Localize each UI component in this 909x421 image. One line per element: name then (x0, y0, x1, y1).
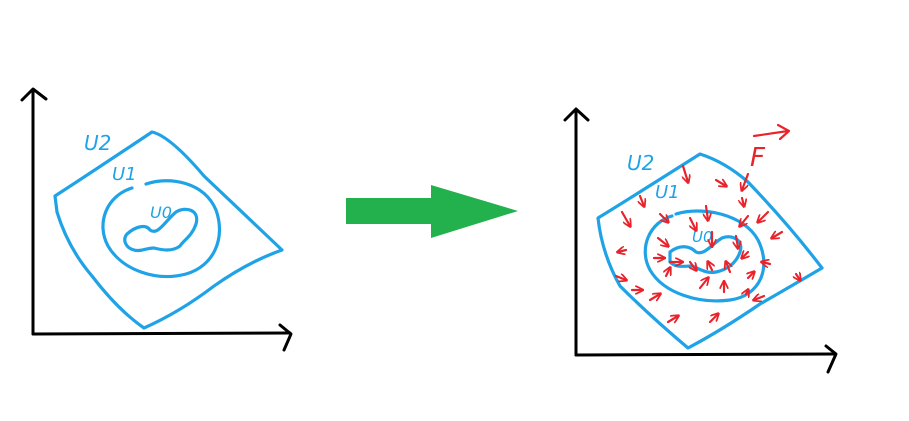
field-arrow (620, 210, 630, 226)
field-arrow (656, 236, 668, 246)
left-set-u1 (101, 179, 222, 279)
vector-field-overarrow (752, 129, 790, 138)
field-arrow (640, 194, 644, 206)
field-arrow (762, 262, 772, 264)
right-axes (563, 107, 838, 374)
field-arrow (706, 204, 708, 220)
field-arrow (758, 210, 770, 222)
left-label-u2: U2 (84, 131, 111, 155)
vector-field-arrows (614, 164, 800, 324)
left-set-u0 (123, 207, 199, 253)
field-arrow (742, 196, 744, 206)
field-arrow (736, 234, 738, 248)
field-arrow (683, 164, 688, 182)
field-arrow (666, 316, 678, 322)
field-arrow (688, 216, 696, 230)
field-arrow (666, 268, 670, 278)
left-panel: U2 U1 U0 (20, 87, 293, 352)
right-panel: U2 U1 U0 F (563, 107, 838, 374)
field-arrow (754, 296, 766, 300)
right-arrow-icon (346, 185, 518, 238)
field-arrow (772, 232, 784, 238)
field-arrow (742, 172, 750, 190)
field-arrow (690, 260, 696, 270)
right-label-u0: U0 (692, 228, 713, 246)
field-arrow (746, 290, 748, 294)
right-label-u2: U2 (627, 151, 654, 175)
field-arrow (698, 278, 708, 290)
field-arrow (796, 274, 800, 280)
field-arrow (708, 314, 718, 324)
field-arrow (708, 262, 712, 272)
left-label-u1: U1 (112, 164, 137, 185)
field-arrow (740, 214, 750, 226)
field-arrow (726, 262, 730, 274)
field-arrow (714, 180, 726, 186)
field-arrow (614, 276, 626, 280)
vector-field-letter: F (750, 143, 766, 173)
left-axes (20, 87, 293, 352)
field-arrow (748, 272, 754, 278)
right-label-u1: U1 (655, 182, 680, 203)
left-set-u2 (53, 130, 284, 330)
vector-field-overarrow-head (776, 123, 791, 141)
left-label-u0: U0 (150, 203, 172, 222)
field-arrow (618, 250, 628, 252)
right-set-u2 (596, 152, 824, 350)
vector-field-label: F (750, 123, 791, 173)
field-arrow (658, 212, 668, 222)
right-set-u1 (643, 209, 766, 303)
field-arrow (742, 252, 748, 258)
field-arrow (648, 294, 660, 300)
